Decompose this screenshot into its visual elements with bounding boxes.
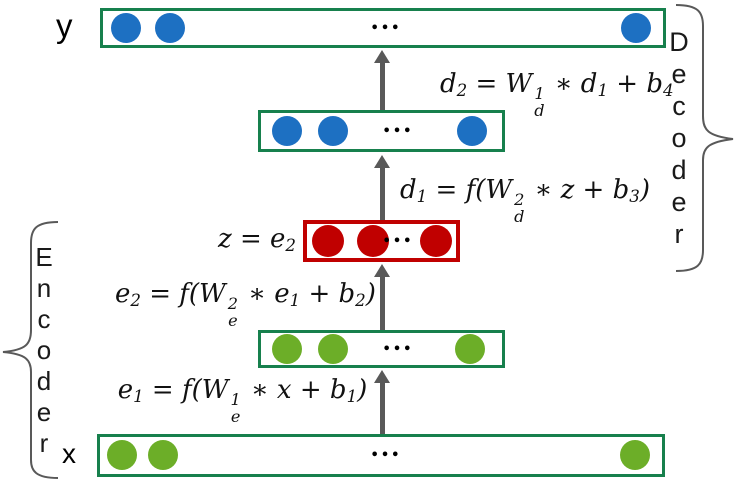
latent-layer-box: •••	[303, 220, 460, 262]
arrow-shaft	[379, 63, 385, 110]
arrow-d1-to-y	[374, 50, 390, 110]
neuron-circle	[318, 334, 348, 364]
arrowhead-icon	[374, 50, 390, 63]
neuron-circle	[111, 13, 141, 43]
encoder-label: E n c o d e r	[35, 242, 53, 458]
neuron-circle	[455, 334, 485, 364]
neuron-circle	[272, 116, 302, 146]
neuron-circle	[318, 116, 348, 146]
ellipsis-nodes: •••	[370, 448, 402, 463]
neuron-circle	[621, 13, 651, 43]
arrow-e1-to-z	[374, 264, 390, 330]
arrow-z-to-d1	[374, 155, 390, 220]
equation-z: z = e2	[218, 224, 296, 256]
neuron-circle	[457, 116, 487, 146]
arrowhead-icon	[374, 155, 390, 168]
neuron-circle	[107, 440, 137, 470]
neuron-circle	[620, 440, 650, 470]
label-x: x	[62, 438, 76, 469]
ellipsis-nodes: •••	[382, 124, 414, 139]
arrowhead-icon	[374, 264, 390, 277]
arrow-shaft	[379, 383, 385, 434]
arrow-shaft	[379, 277, 385, 330]
neuron-circle	[312, 225, 344, 257]
neuron-circle	[420, 225, 452, 257]
neuron-circle	[148, 440, 178, 470]
ellipsis-nodes: •••	[382, 342, 414, 357]
input-layer-box: •••	[97, 434, 665, 477]
decoder-hidden-layer-box: •••	[258, 110, 505, 152]
label-y: y	[56, 7, 73, 44]
arrowhead-icon	[374, 370, 390, 383]
ellipsis-nodes: •••	[382, 234, 414, 249]
encoder-hidden-layer-box: •••	[258, 330, 505, 368]
arrow-x-to-e1	[374, 370, 390, 434]
neuron-circle	[357, 225, 389, 257]
decoder-label: D e c o d e r	[669, 27, 689, 249]
ellipsis-nodes: •••	[370, 21, 402, 36]
arrow-shaft	[379, 168, 385, 220]
neuron-circle	[155, 13, 185, 43]
neuron-circle	[272, 334, 302, 364]
output-layer-box: •••	[100, 8, 666, 48]
